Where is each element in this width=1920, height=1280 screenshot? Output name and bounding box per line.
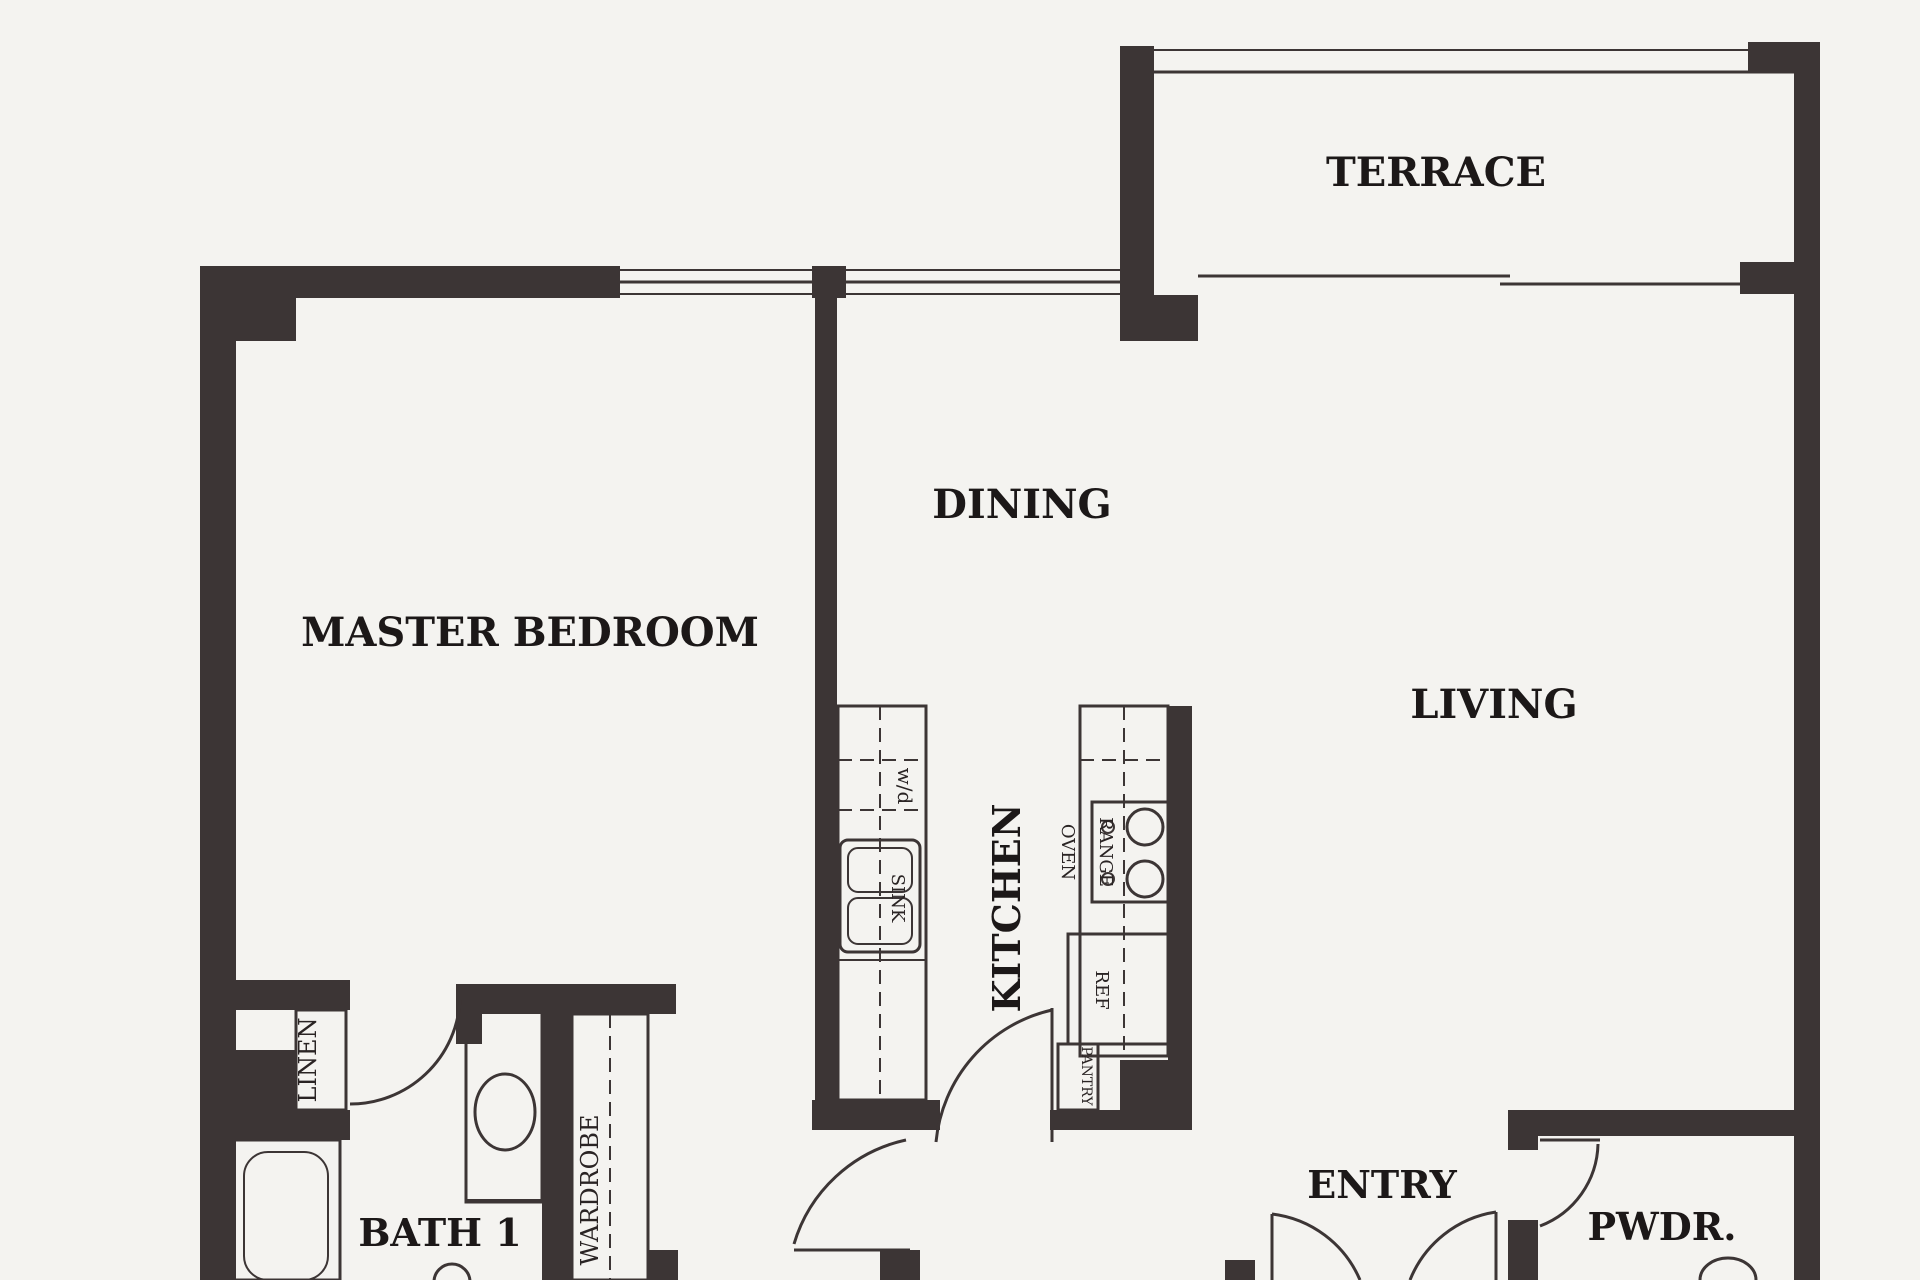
entry-doors: [1270, 1138, 1758, 1280]
range-label: RANGE: [1095, 817, 1116, 887]
pantry-label: PANTRY: [1078, 1046, 1094, 1106]
sink-label: SINK: [887, 874, 908, 923]
wd-label: w/d: [893, 768, 917, 805]
terrace-label: TERRACE: [1326, 149, 1546, 196]
bath-label: BATH 1: [358, 1210, 521, 1255]
kitchen-label: KITCHEN: [984, 804, 1029, 1013]
powder-label: PWDR.: [1587, 1204, 1736, 1249]
fixture-labels: w/d SINK OVEN RANGE REF PANTRY: [887, 768, 1116, 1107]
kitchen-fixtures: [792, 704, 1170, 1252]
linen-label: LINEN: [294, 1018, 322, 1103]
room-labels: TERRACE DINING MASTER BEDROOM LIVING KIT…: [294, 149, 1737, 1266]
walls: [200, 42, 1820, 1280]
windows: [620, 49, 1794, 295]
ref-label: REF: [1091, 970, 1112, 1009]
wardrobe-label: WARDROBE: [576, 1114, 604, 1265]
master-bedroom-label: MASTER BEDROOM: [301, 609, 759, 656]
dining-label: DINING: [932, 481, 1111, 528]
bath-fixtures: [230, 999, 650, 1280]
living-label: LIVING: [1410, 681, 1577, 728]
entry-label: ENTRY: [1307, 1162, 1457, 1207]
oven-label: OVEN: [1057, 824, 1078, 880]
